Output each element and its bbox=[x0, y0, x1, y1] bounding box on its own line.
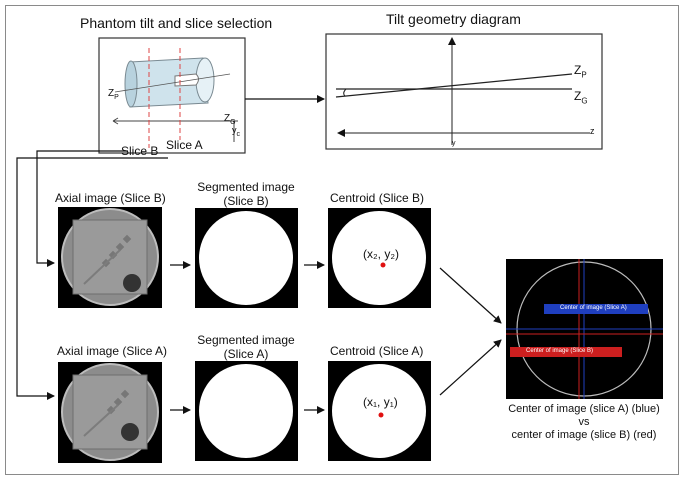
geometry-y-label: y bbox=[452, 140, 456, 147]
segmented-image-slice-b bbox=[195, 208, 298, 308]
axial-title-slice-b: Axial image (Slice B) bbox=[55, 191, 166, 205]
axial-image-slice-b bbox=[58, 207, 162, 308]
red-center-label: Center of image (Slice B) bbox=[526, 348, 594, 354]
zp-axis-line bbox=[335, 73, 573, 98]
centroid-title-slice-b: Centroid (Slice B) bbox=[330, 191, 425, 205]
axial-image-slice-a bbox=[58, 362, 162, 463]
segmented-title-slice-b: Segmented image(Slice B) bbox=[197, 180, 295, 208]
phantom-yc-label: yc bbox=[232, 125, 240, 138]
centroid-image-slice-b bbox=[328, 208, 431, 308]
centroid-label-b: (x₂, y₂) bbox=[363, 247, 399, 261]
arrow-slice-b bbox=[36, 150, 128, 267]
phantom-panel-title: Phantom tilt and slice selection bbox=[80, 15, 273, 31]
axial-title-slice-a: Axial image (Slice A) bbox=[57, 344, 168, 358]
arrow-slice-a bbox=[16, 157, 168, 400]
phantom-cylinder bbox=[124, 57, 215, 108]
geometry-panel-title: Tilt geometry diagram bbox=[386, 11, 521, 27]
phantom-tilt-panel bbox=[98, 37, 246, 154]
centroid-dot-a bbox=[378, 412, 384, 418]
blue-center-marker bbox=[544, 304, 648, 314]
centroid-label-a: (x₁, y₁) bbox=[363, 395, 398, 409]
geometry-z-label: z bbox=[590, 126, 595, 136]
blue-center-label: Center of image (Slice A) bbox=[560, 305, 627, 311]
centroid-title-slice-a: Centroid (Slice A) bbox=[330, 344, 424, 358]
segmented-title-slice-a: Segmented image(Slice A) bbox=[197, 333, 295, 361]
center-comparison-image bbox=[506, 259, 663, 399]
centroid-dot-b bbox=[380, 262, 386, 268]
figure-frame bbox=[5, 5, 679, 475]
slice-b-label: Slice B bbox=[121, 144, 159, 158]
tilt-geometry-panel bbox=[325, 33, 603, 150]
result-caption: Center of image (slice A) (blue) vs cent… bbox=[508, 403, 660, 441]
red-center-marker bbox=[510, 347, 622, 357]
phantom-zp-label: ZP bbox=[108, 88, 119, 101]
segmented-image-slice-a bbox=[195, 361, 298, 461]
slice-a-label: Slice A bbox=[166, 138, 203, 152]
geometry-zg-label: ZG bbox=[574, 89, 588, 106]
centroid-image-slice-a bbox=[328, 361, 431, 461]
phantom-zg-label: ZG bbox=[224, 113, 236, 126]
geometry-zp-label: ZP bbox=[574, 63, 587, 80]
